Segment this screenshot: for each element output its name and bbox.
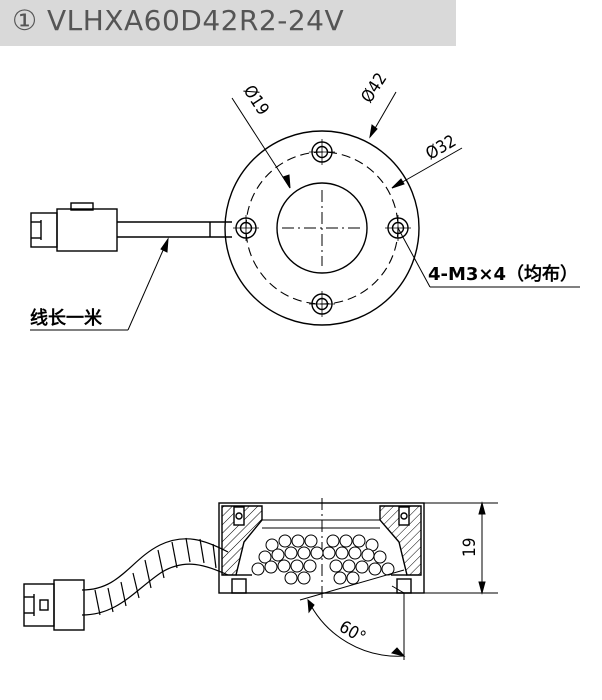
outer-ring — [224, 130, 420, 326]
dim-outer-label: Ø42 — [357, 69, 391, 106]
side-view — [23, 498, 498, 660]
leader-holes — [397, 227, 580, 288]
dim-inner-label: Ø19 — [239, 82, 273, 119]
title-bar: ① VLHXA60D42R2-24V — [0, 0, 456, 46]
height-dimension — [424, 501, 498, 595]
angle-dim-label: 60° — [336, 617, 369, 648]
side-cable — [81, 537, 229, 616]
top-connector — [30, 202, 118, 252]
cable-length-note: 线长一米 — [30, 307, 103, 329]
angle-dimension — [299, 569, 406, 660]
model-title: ① VLHXA60D42R2-24V — [12, 4, 345, 37]
side-connector — [23, 579, 85, 631]
mount-hole-left — [233, 215, 259, 241]
leader-outer — [369, 91, 397, 139]
top-cable — [117, 221, 232, 238]
height-dim-label: 19 — [460, 538, 480, 557]
mount-hole-bottom — [309, 291, 335, 317]
housing-wall-left — [221, 505, 263, 576]
mount-hole-top — [309, 139, 335, 165]
holes-note: 4-M3×4（均布） — [428, 263, 578, 285]
leader-inner — [231, 97, 291, 189]
led-array — [251, 534, 395, 585]
leader-bolt-circle — [391, 147, 463, 189]
inner-aperture — [276, 182, 368, 274]
leader-cable — [30, 237, 169, 331]
top-view — [30, 91, 580, 331]
